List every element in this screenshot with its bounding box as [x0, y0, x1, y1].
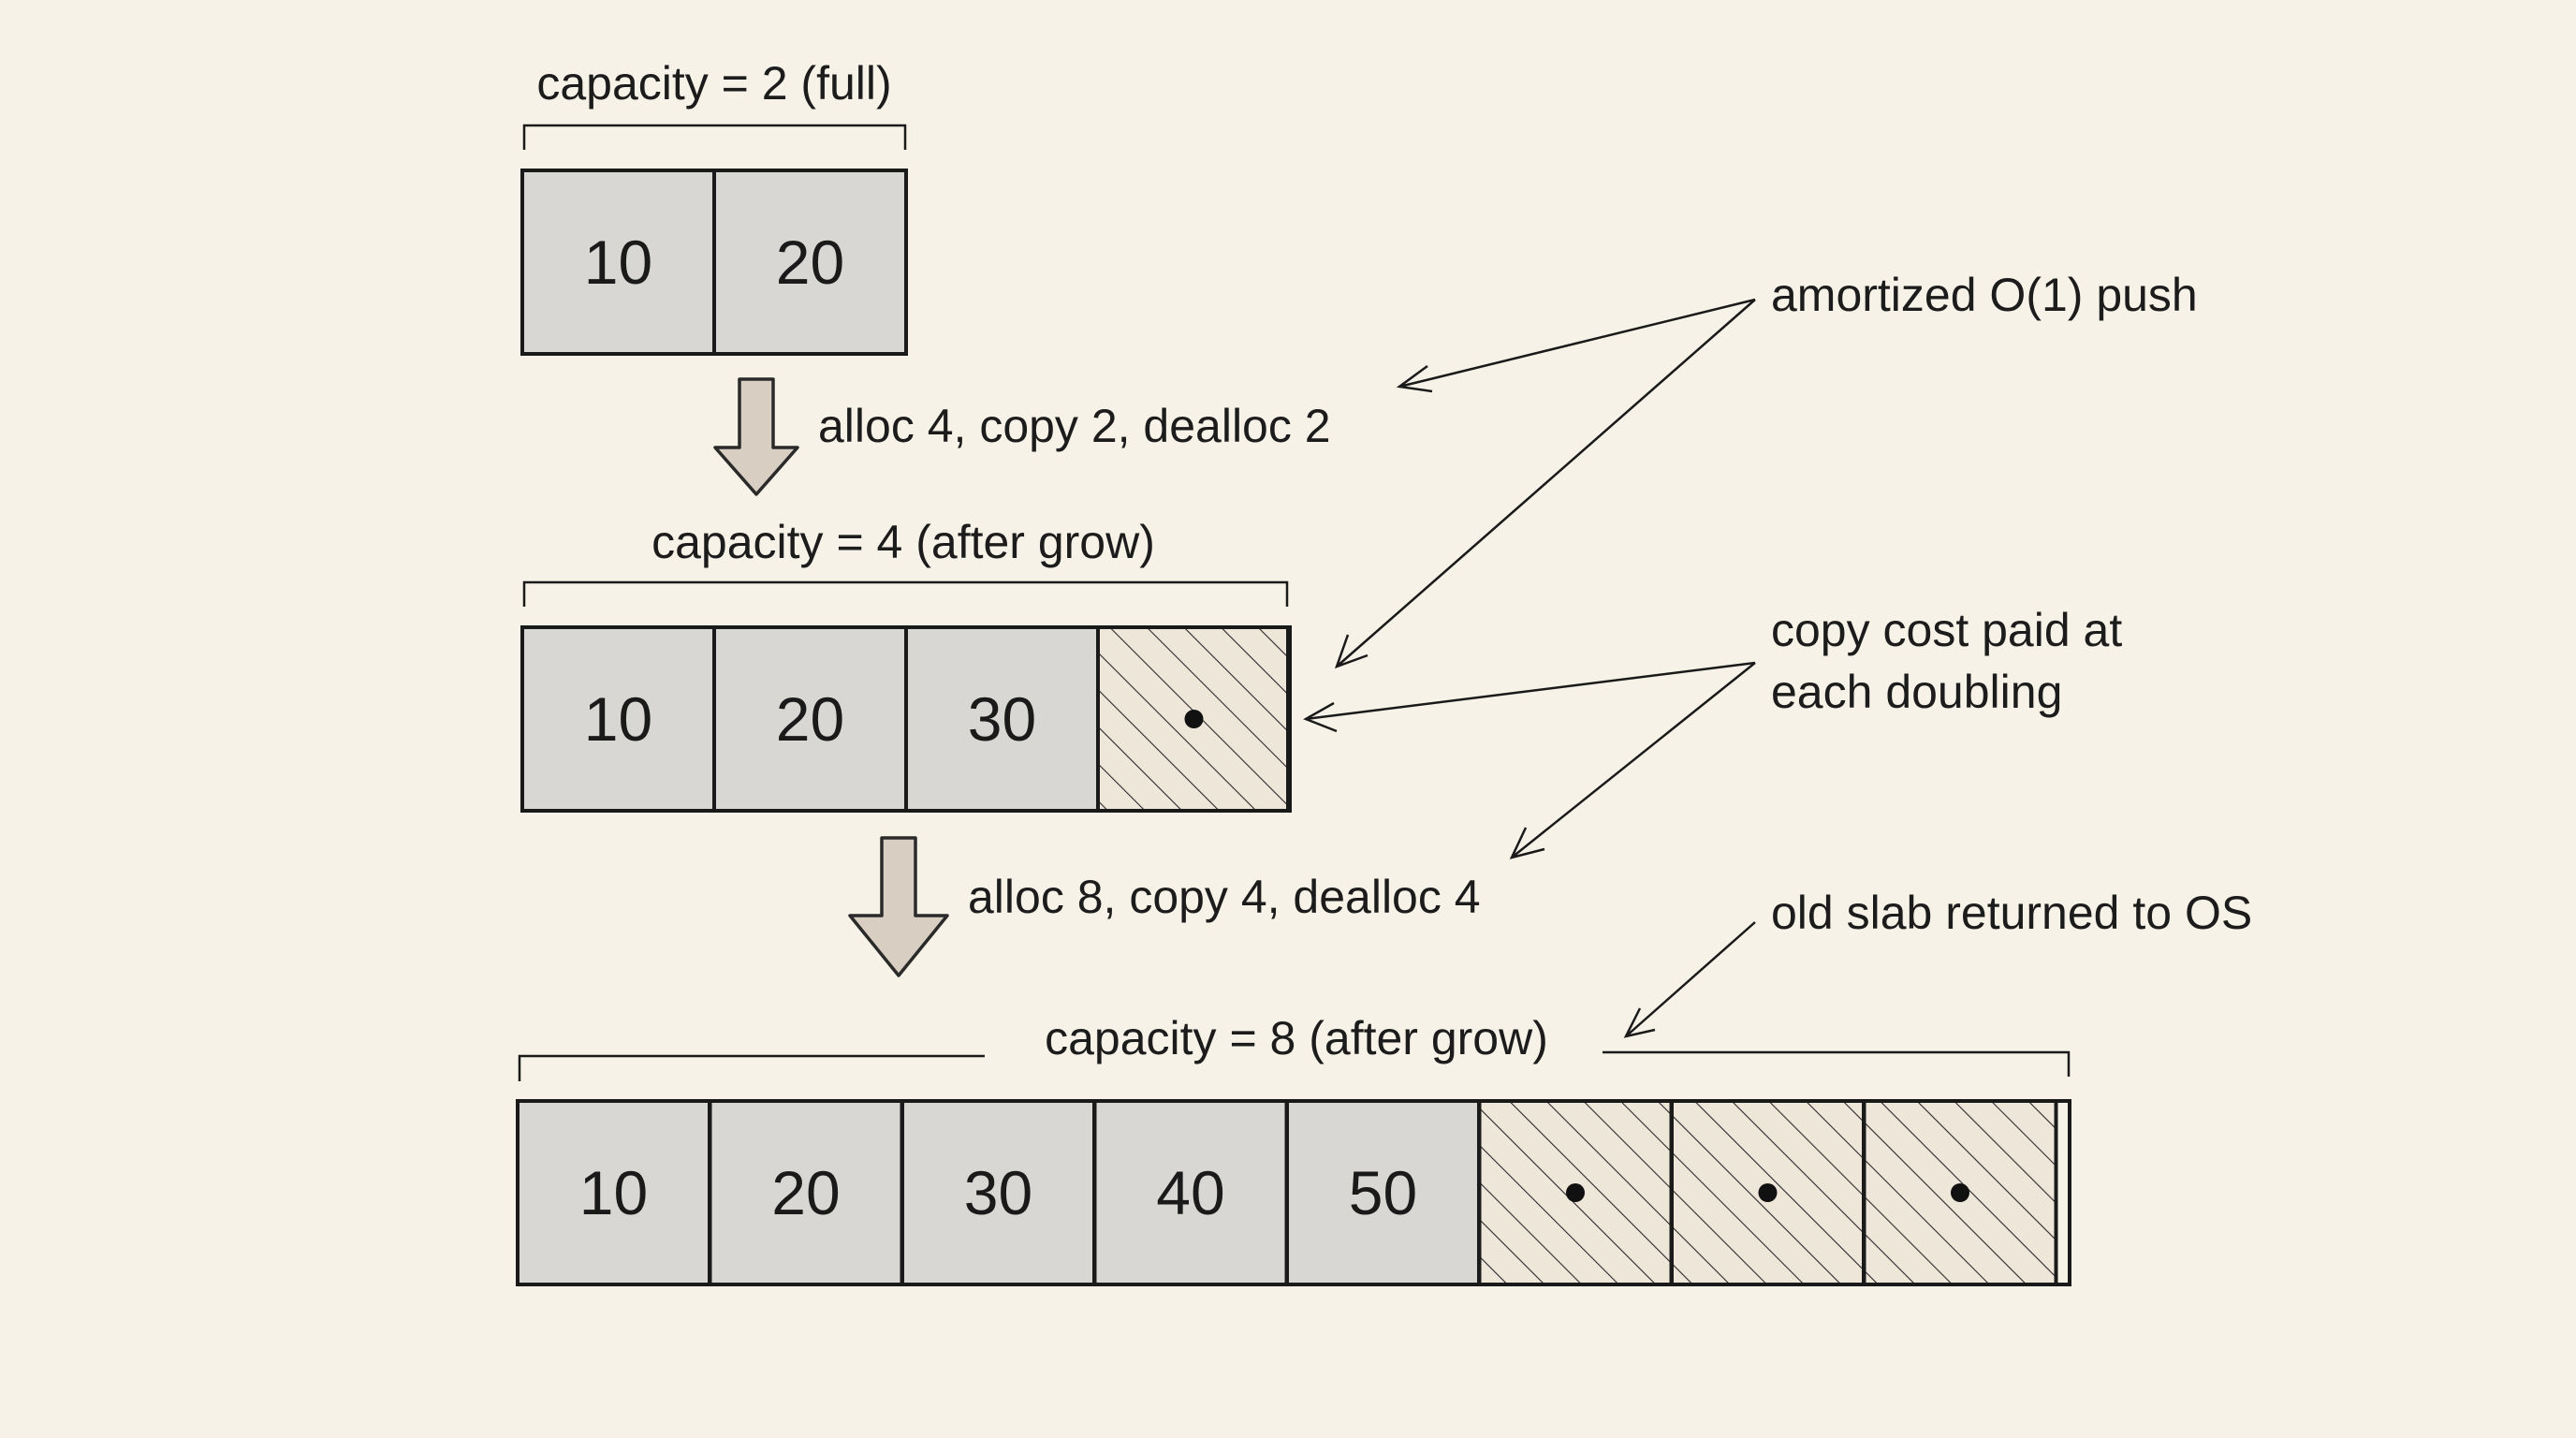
down-arrow-icon: [848, 836, 949, 977]
pointer-arrow-icon: [1509, 662, 1756, 859]
cell-value: 20: [771, 1158, 840, 1227]
cell-value: 50: [1349, 1158, 1417, 1227]
pointer-arrow-icon: [1623, 921, 1756, 1038]
grow-transition-1: alloc 4, copy 2, dealloc 2: [713, 377, 1331, 496]
pointer-arrow-icon: [1303, 661, 1756, 733]
empty-slot-dot-icon: [1951, 1183, 1969, 1202]
row-capacity-8: capacity = 8 (after grow) 10 20 30 40 50: [516, 1012, 2071, 1286]
empty-slot-dot-icon: [1184, 710, 1204, 728]
array-frame: [516, 1099, 2071, 1286]
annotation-old-slab-text: old slab returned to OS: [1771, 887, 2252, 939]
array-cells: 10 20 30 40 50: [516, 1099, 2058, 1286]
annotation-amortized: amortized O(1) push: [1334, 269, 2198, 669]
capacity-bracket: [522, 580, 1289, 607]
array-frame: [520, 625, 1290, 813]
row-capacity-4: capacity = 4 (after grow) 10 20 30: [520, 516, 1292, 813]
capacity-label: capacity = 4 (after grow): [651, 516, 1155, 568]
pointer-arrow-icon: [1396, 298, 1756, 393]
row-capacity-2: capacity = 2 (full) 10 20: [520, 57, 908, 356]
annotation-old-slab: old slab returned to OS: [1623, 887, 2252, 1038]
array-frame: [520, 169, 908, 356]
annotation-copy-cost: copy cost paid at each doubling: [1303, 604, 2122, 859]
grow-transition-2: alloc 8, copy 4, dealloc 4: [848, 836, 1481, 977]
array-cell: [520, 169, 716, 356]
transition-label: alloc 8, copy 4, dealloc 4: [968, 871, 1481, 923]
cell-value: 10: [584, 227, 652, 297]
capacity-bracket-left: [518, 1054, 985, 1081]
array-cell: [712, 169, 908, 356]
cell-value: 30: [964, 1158, 1032, 1227]
capacity-bracket-right: [1603, 1050, 2071, 1077]
capacity-bracket: [522, 124, 907, 150]
cell-value: 10: [579, 1158, 648, 1227]
capacity-label: capacity = 8 (after grow): [1045, 1012, 1548, 1064]
empty-slot-dot-icon: [1758, 1183, 1778, 1202]
transition-label: alloc 4, copy 2, dealloc 2: [818, 400, 1331, 452]
down-arrow-icon: [713, 377, 799, 496]
array-cells: 10 20 30: [520, 625, 1292, 813]
array-cells: 10 20: [520, 169, 908, 356]
array-cell: [712, 625, 908, 813]
cell-value: 40: [1156, 1158, 1224, 1227]
cell-value: 10: [584, 684, 652, 754]
cell-value: 30: [968, 684, 1036, 754]
empty-slot-dot-icon: [1566, 1183, 1585, 1202]
pointer-arrow-icon: [1334, 299, 1756, 669]
annotation-amortized-text: amortized O(1) push: [1771, 269, 2198, 321]
annotation-copy-cost-line2: each doubling: [1771, 666, 2062, 718]
capacity-label: capacity = 2 (full): [536, 57, 891, 110]
array-cell: [516, 1099, 711, 1286]
cell-value: 20: [776, 227, 844, 297]
cell-value: 20: [776, 684, 844, 754]
annotation-copy-cost-line1: copy cost paid at: [1771, 604, 2122, 656]
